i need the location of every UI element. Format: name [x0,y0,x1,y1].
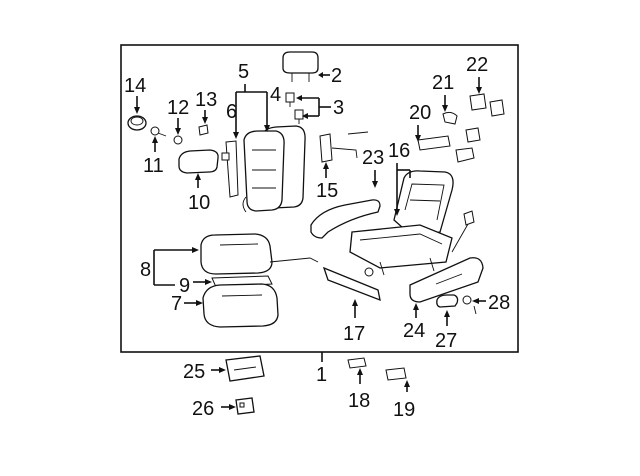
clip-bracket-part [347,357,367,369]
callout-3: 3 [333,97,344,119]
callout-2: 2 [331,65,342,87]
callout-28: 28 [488,292,510,314]
seat-frame-part [349,170,475,276]
callout-22: 22 [466,54,488,76]
callout-17: 17 [343,323,365,345]
callout-25: 25 [183,361,205,383]
recliner-bracket-part [319,131,369,163]
callout-21: 21 [432,72,454,94]
callout-13: 13 [195,89,217,111]
headrest-part [282,51,319,82]
callout-23: 23 [362,147,384,169]
seat-cushion-part [200,233,319,328]
control-unit-part [225,355,265,382]
callout-14: 14 [124,75,146,97]
clip-part [173,135,183,145]
callout-5: 5 [238,61,249,83]
callout-19: 19 [393,399,415,421]
cover-clip-part [385,367,407,381]
callout-16: 16 [388,140,410,162]
callout-6: 6 [226,101,237,123]
callout-12: 12 [167,97,189,119]
callout-26: 26 [192,398,214,420]
callout-8: 8 [140,259,151,281]
screw-part [150,126,167,137]
knob-part [127,115,147,131]
cap-part [198,124,209,136]
callout-11: 11 [143,155,164,177]
seat-back-part [225,125,306,213]
callout-1: 1 [316,364,327,386]
side-cover-part [310,199,381,239]
trim-bracket-part [417,93,505,163]
assembly-frame [120,44,519,353]
callout-7: 7 [171,293,182,315]
armrest-pad-part [178,149,230,174]
lower-trim-part [322,266,381,302]
callout-4: 4 [270,84,281,106]
side-shield-part [409,257,484,303]
callout-20: 20 [409,102,431,124]
callout-18: 18 [348,390,370,412]
callout-24: 24 [403,320,425,342]
callout-9: 9 [179,275,190,297]
headrest-guide-part [285,92,304,124]
callout-10: 10 [188,192,210,214]
callout-15: 15 [316,180,338,202]
switch-knob-part [436,294,477,315]
connector-part [235,397,255,415]
callout-27: 27 [435,330,457,352]
